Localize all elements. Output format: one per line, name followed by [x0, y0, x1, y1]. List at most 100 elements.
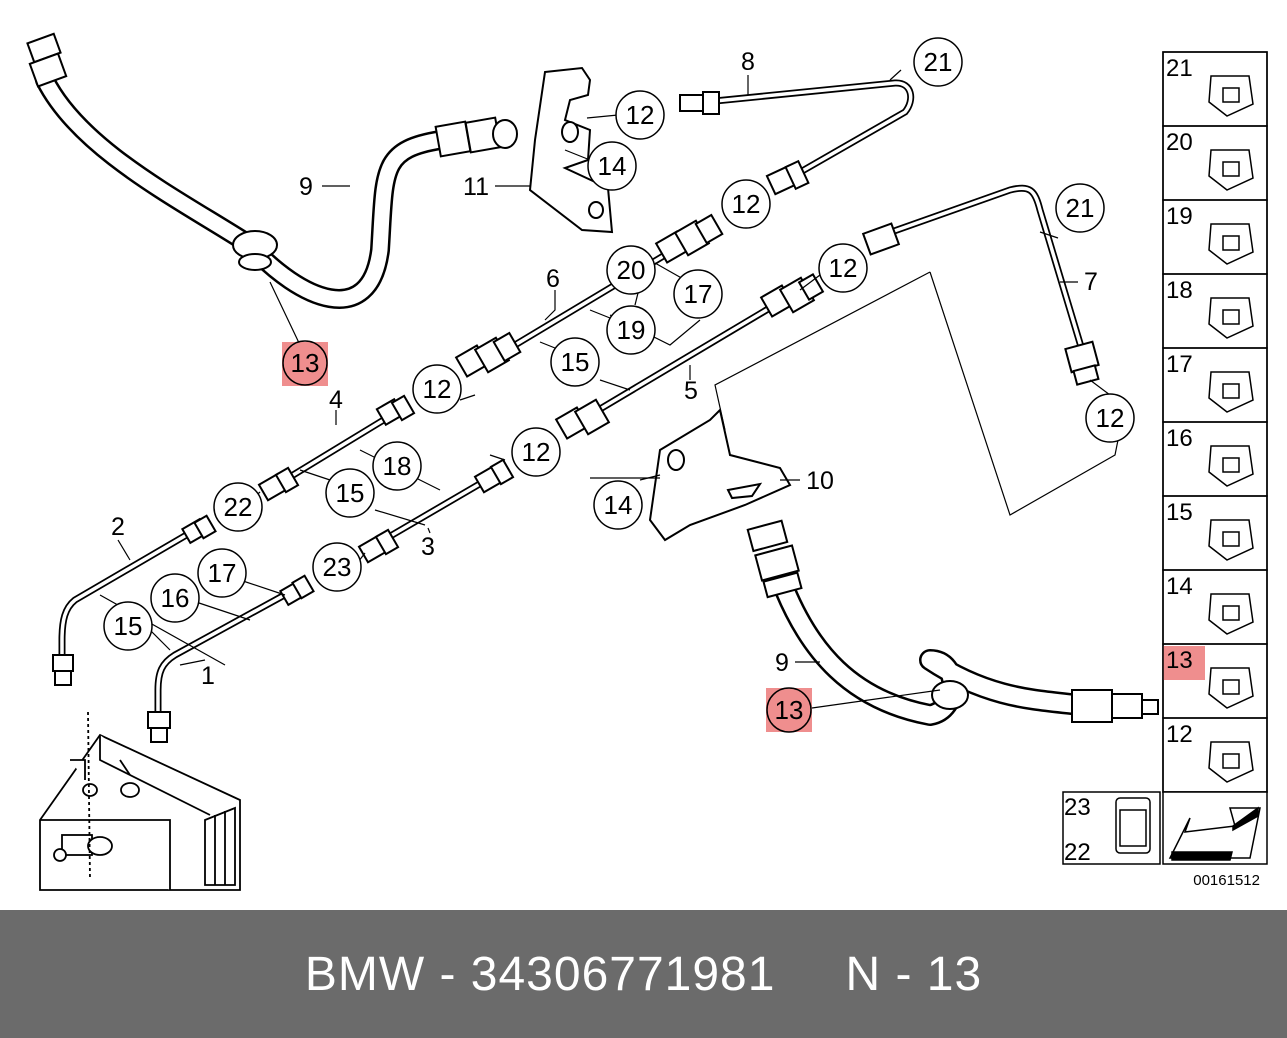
svg-text:12: 12 — [626, 100, 655, 130]
hose-fittings — [26, 32, 1159, 723]
legend-label-19: 19 — [1166, 203, 1193, 230]
legend-cell-13: 13 — [1162, 643, 1268, 719]
callout-22: 22 — [213, 482, 263, 532]
svg-text:13: 13 — [775, 695, 804, 725]
legend-label-14: 14 — [1166, 573, 1193, 600]
footer-part-number: BMW - 34306771981 — [304, 947, 776, 1001]
legend-bottom-box — [1062, 791, 1268, 865]
svg-text:14: 14 — [598, 151, 627, 181]
svg-text:12: 12 — [1096, 403, 1125, 433]
label-10: 10 — [806, 467, 834, 495]
legend-cell-19: 19 — [1162, 199, 1268, 275]
callout-17-b: 17 — [197, 548, 247, 598]
callout-12-top: 12 — [615, 90, 665, 140]
svg-text:12: 12 — [423, 374, 452, 404]
callout-18: 18 — [372, 441, 422, 491]
svg-text:23: 23 — [323, 552, 352, 582]
svg-text:15: 15 — [561, 347, 590, 377]
legend-label-22: 22 — [1064, 839, 1091, 866]
callout-12-b: 12 — [721, 179, 771, 229]
label-8: 8 — [741, 48, 755, 76]
label-3: 3 — [421, 533, 435, 561]
pipe-fittings — [52, 91, 1100, 743]
legend-part-icon-20 — [1208, 149, 1254, 191]
legend-label-12: 12 — [1166, 721, 1193, 748]
legend-label-23: 23 — [1064, 794, 1091, 821]
label-5: 5 — [684, 377, 698, 405]
legend-part-icon-14 — [1208, 593, 1254, 635]
legend-label-16: 16 — [1166, 425, 1193, 452]
callout-15-mid: 15 — [550, 337, 600, 387]
parts-legend: 21 20 19 18 17 16 15 14 13 12 — [1162, 51, 1268, 793]
callout-12-c: 12 — [818, 243, 868, 293]
callout-20: 20 — [606, 245, 656, 295]
callout-12-e: 12 — [1085, 393, 1135, 443]
callout-14-mid: 14 — [593, 480, 643, 530]
svg-text:12: 12 — [732, 189, 761, 219]
svg-text:15: 15 — [114, 611, 143, 641]
bracket-10 — [648, 408, 792, 542]
bracket-11 — [528, 66, 614, 234]
callout-21-top: 21 — [913, 37, 963, 87]
label-9-bottom: 9 — [775, 649, 789, 677]
legend-part-icon-18 — [1208, 297, 1254, 339]
callout-19: 19 — [606, 305, 656, 355]
legend-label-15: 15 — [1166, 499, 1193, 526]
callout-16: 16 — [150, 573, 200, 623]
legend-label-17: 17 — [1166, 351, 1193, 378]
brake-hose-9-upper — [35, 70, 450, 309]
callout-21-right: 21 — [1055, 183, 1105, 233]
callout-12-f: 12 — [511, 427, 561, 477]
svg-text:20: 20 — [617, 255, 646, 285]
svg-text:16: 16 — [161, 583, 190, 613]
legend-part-icon-19 — [1208, 223, 1254, 265]
footer-ref: N - 13 — [845, 947, 983, 1001]
legend-part-icon-16 — [1208, 445, 1254, 487]
callout-17-top: 17 — [673, 269, 723, 319]
legend-part-icon-21 — [1208, 75, 1254, 117]
svg-text:13: 13 — [291, 348, 320, 378]
callouts: 13 12 14 21 12 12 20 17 19 15 12 21 12 1… — [103, 37, 1135, 733]
legend-cell-15: 15 — [1162, 495, 1268, 571]
svg-text:15: 15 — [336, 478, 365, 508]
svg-text:17: 17 — [684, 279, 713, 309]
legend-part-icon-17 — [1208, 371, 1254, 413]
label-2: 2 — [111, 513, 125, 541]
callout-23: 23 — [312, 542, 362, 592]
legend-part-icon-15 — [1208, 519, 1254, 561]
svg-text:18: 18 — [383, 451, 412, 481]
callout-13-bottom: 13 — [766, 687, 812, 733]
svg-text:12: 12 — [522, 437, 551, 467]
legend-cell-18: 18 — [1162, 273, 1268, 349]
legend-cell-21: 21 — [1162, 51, 1268, 127]
legend-label-21: 21 — [1166, 55, 1193, 82]
legend-bottom-labels: 23 22 — [1064, 794, 1091, 866]
brake-pipes — [58, 79, 1089, 720]
legend-label-20: 20 — [1166, 129, 1193, 156]
legend-cell-12: 12 — [1162, 717, 1268, 793]
svg-text:17: 17 — [208, 558, 237, 588]
svg-text:21: 21 — [1066, 193, 1095, 223]
label-6: 6 — [546, 265, 560, 293]
svg-text:19: 19 — [617, 315, 646, 345]
callout-13-top: 13 — [282, 340, 328, 386]
legend-part-icon-12 — [1208, 741, 1254, 783]
abs-hydraulic-unit — [39, 711, 241, 891]
footer-bar: BMW - 34306771981 N - 13 — [0, 910, 1287, 1038]
svg-text:12: 12 — [829, 253, 858, 283]
parts-diagram: 13 12 14 21 12 12 20 17 19 15 12 21 12 1… — [26, 32, 1268, 891]
callout-12-d: 12 — [412, 364, 462, 414]
legend-part-icon-13 — [1208, 667, 1254, 709]
label-7: 7 — [1084, 268, 1098, 296]
callout-14-top: 14 — [587, 141, 637, 191]
svg-text:22: 22 — [224, 492, 253, 522]
callout-15-c: 15 — [103, 601, 153, 651]
label-11: 11 — [463, 173, 489, 201]
legend-cell-20: 20 — [1162, 125, 1268, 201]
svg-text:14: 14 — [604, 490, 633, 520]
legend-label-13: 13 — [1166, 647, 1193, 674]
label-1: 1 — [201, 662, 215, 690]
svg-text:21: 21 — [924, 47, 953, 77]
legend-label-18: 18 — [1166, 277, 1193, 304]
diagram-code: 00161512 — [1193, 872, 1260, 889]
